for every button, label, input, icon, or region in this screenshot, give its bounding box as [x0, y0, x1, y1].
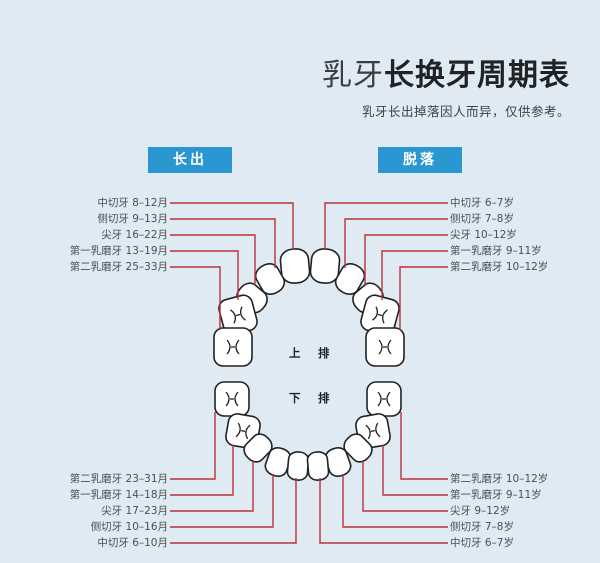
leader-upper-erupt-lateral: [170, 218, 276, 268]
leader-upper-erupt-central: [170, 202, 294, 250]
lower-erupt-label: 侧切牙 10–16月: [90, 521, 168, 533]
lower-central-incisor-left: [286, 451, 310, 481]
leader-upper-erupt-molar1: [170, 250, 239, 300]
leader-lower-shed-lateral: [342, 474, 448, 528]
upper-lateral-incisor-right: [334, 262, 366, 296]
page-title: 乳牙长换牙周期表: [322, 58, 570, 94]
leader-upper-shed-canine: [364, 234, 448, 285]
lower-shed-label: 第二乳磨牙 10–12岁: [450, 473, 549, 485]
upper-shed-label: 尖牙 10–12岁: [450, 229, 517, 241]
upper-shed-label: 侧切牙 7–8岁: [450, 213, 514, 225]
leader-lower-erupt-canine: [170, 460, 254, 512]
upper-lateral-incisor-left: [254, 262, 286, 296]
lower-erupt-label: 中切牙 6–10月: [97, 537, 168, 549]
leader-lower-shed-molar2: [400, 412, 448, 480]
upper-first-molar-left-groove: [230, 306, 246, 324]
lower-erupt-label: 尖牙 17–23月: [101, 505, 168, 517]
title-bold: 长换牙周期表: [384, 58, 570, 93]
lower-first-molar-left-groove: [235, 422, 251, 440]
upper-second-molar-left-groove: [226, 339, 240, 355]
leader-lower-erupt-lateral: [170, 474, 274, 528]
leader-upper-erupt-canine: [170, 234, 256, 285]
leader-lower-shed-molar1: [382, 445, 448, 496]
leader-upper-shed-central: [324, 202, 448, 250]
leader-lower-erupt-central: [170, 478, 297, 544]
upper-erupt-label: 第二乳磨牙 25–33月: [69, 261, 168, 273]
lower-shed-label: 第一乳磨牙 9–11岁: [450, 489, 542, 501]
upper-shed-label: 第二乳磨牙 10–12岁: [450, 261, 549, 273]
upper-erupt-label: 侧切牙 9–13月: [97, 213, 168, 225]
upper-erupt-label: 第一乳磨牙 13–19月: [69, 245, 168, 257]
title-light: 乳牙: [322, 58, 384, 93]
lower-first-molar-right-groove: [365, 422, 381, 440]
lower-shed-label: 尖牙 9–12岁: [450, 505, 511, 517]
upper-shed-label: 中切牙 6–7岁: [450, 197, 514, 209]
lower-jaw-label-2: 排: [318, 391, 330, 405]
lower-shed-label: 中切牙 6–7岁: [450, 537, 514, 549]
lower-jaw-label-1: 下: [289, 391, 301, 405]
upper-erupt-label: 中切牙 8–12月: [97, 197, 168, 209]
leader-upper-shed-molar1: [381, 250, 448, 300]
leader-lower-shed-canine: [362, 460, 448, 512]
shed-badge: 脱落: [378, 147, 462, 173]
upper-jaw-label-1: 上: [289, 346, 301, 360]
lower-central-incisor-right: [306, 451, 330, 481]
lower-erupt-label: 第一乳磨牙 14–18月: [69, 489, 168, 501]
leader-lower-erupt-molar2: [170, 412, 216, 480]
upper-shed-label: 第一乳磨牙 9–11岁: [450, 245, 542, 257]
upper-erupt-label: 尖牙 16–22月: [101, 229, 168, 241]
lower-second-molar-left-groove: [225, 391, 239, 407]
lower-shed-label: 侧切牙 7–8岁: [450, 521, 514, 533]
lower-second-molar-right-groove: [377, 391, 391, 407]
upper-first-molar-right-groove: [372, 306, 388, 324]
lower-erupt-label: 第二乳磨牙 23–31月: [69, 473, 168, 485]
lower-canine-right: [343, 433, 373, 463]
erupt-badge: 长出: [148, 147, 232, 173]
leader-upper-erupt-molar2: [170, 266, 221, 330]
upper-jaw-label-2: 排: [318, 346, 330, 360]
subtitle: 乳牙长出掉落因人而异，仅供参考。: [361, 104, 570, 119]
upper-central-incisor-right: [309, 248, 341, 284]
leader-lower-shed-central: [319, 478, 448, 544]
lower-canine-left: [243, 433, 273, 463]
leader-upper-shed-molar2: [399, 266, 448, 330]
upper-second-molar-right-groove: [378, 339, 392, 355]
leader-upper-shed-lateral: [344, 218, 448, 268]
leader-lower-erupt-molar1: [170, 445, 234, 496]
